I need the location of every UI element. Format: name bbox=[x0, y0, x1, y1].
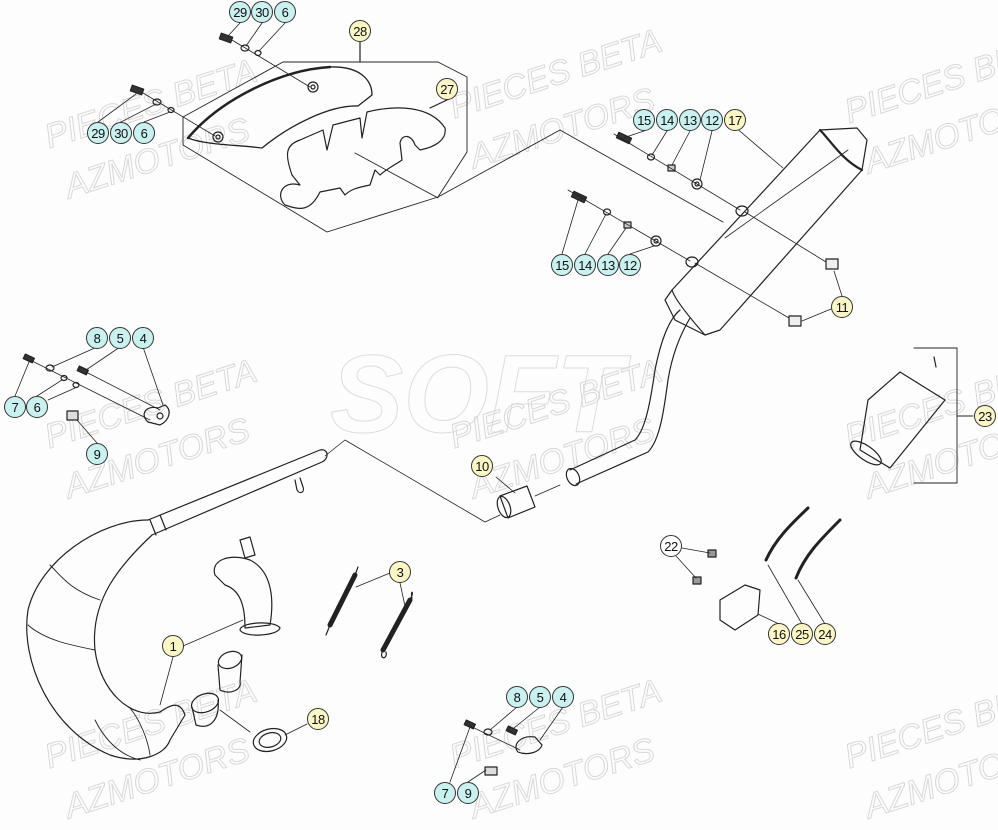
callout-17[interactable]: 17 bbox=[724, 109, 746, 131]
silencer-end-cover bbox=[850, 347, 974, 484]
sensor-assembly bbox=[675, 506, 842, 631]
callout-13[interactable]: 13 bbox=[597, 254, 619, 276]
callout-9[interactable]: 9 bbox=[457, 782, 479, 804]
callout-24[interactable]: 24 bbox=[814, 623, 836, 645]
callout-23[interactable]: 23 bbox=[974, 405, 996, 427]
callout-15[interactable]: 15 bbox=[551, 254, 573, 276]
callout-12[interactable]: 12 bbox=[701, 109, 723, 131]
callout-29[interactable]: 29 bbox=[229, 1, 251, 23]
callout-22[interactable]: 22 bbox=[660, 535, 682, 557]
silencer-fasteners-top bbox=[613, 130, 741, 211]
callout-6[interactable]: 6 bbox=[26, 396, 48, 418]
silencer-fasteners-bottom bbox=[561, 189, 691, 262]
callout-5[interactable]: 5 bbox=[109, 327, 131, 349]
bracket-bottom bbox=[449, 706, 564, 783]
callout-27[interactable]: 27 bbox=[436, 78, 458, 100]
callout-3[interactable]: 3 bbox=[389, 561, 411, 583]
callout-29[interactable]: 29 bbox=[87, 122, 109, 144]
callout-4[interactable]: 4 bbox=[132, 327, 154, 349]
callout-30[interactable]: 30 bbox=[251, 1, 273, 23]
silencer bbox=[664, 126, 868, 336]
callout-7[interactable]: 7 bbox=[434, 782, 456, 804]
callout-18[interactable]: 18 bbox=[307, 708, 329, 730]
callout-9[interactable]: 9 bbox=[86, 443, 108, 465]
callout-11[interactable]: 11 bbox=[831, 296, 853, 318]
callout-8[interactable]: 8 bbox=[506, 686, 528, 708]
callout-14[interactable]: 14 bbox=[656, 109, 678, 131]
callout-15[interactable]: 15 bbox=[633, 109, 655, 131]
springs bbox=[325, 566, 413, 659]
bolt-set-top bbox=[218, 22, 311, 88]
rubber-mounts bbox=[694, 211, 843, 327]
callout-5[interactable]: 5 bbox=[529, 686, 551, 708]
bracket-left bbox=[14, 346, 170, 444]
callout-30[interactable]: 30 bbox=[110, 122, 132, 144]
callout-7[interactable]: 7 bbox=[4, 396, 26, 418]
pipe-coupler bbox=[324, 439, 561, 523]
callout-28[interactable]: 28 bbox=[349, 20, 371, 42]
callout-13[interactable]: 13 bbox=[679, 109, 701, 131]
callout-10[interactable]: 10 bbox=[471, 455, 493, 477]
callout-1[interactable]: 1 bbox=[162, 635, 184, 657]
callout-6[interactable]: 6 bbox=[274, 1, 296, 23]
callout-8[interactable]: 8 bbox=[86, 327, 108, 349]
callout-6[interactable]: 6 bbox=[133, 122, 155, 144]
silencer-pipe bbox=[565, 309, 691, 487]
exhaust-elbow bbox=[159, 536, 308, 753]
callout-16[interactable]: 16 bbox=[768, 623, 790, 645]
callout-25[interactable]: 25 bbox=[791, 623, 813, 645]
callout-12[interactable]: 12 bbox=[619, 254, 641, 276]
heat-shield-pad bbox=[280, 99, 448, 209]
callout-14[interactable]: 14 bbox=[574, 254, 596, 276]
expansion-chamber bbox=[26, 449, 328, 761]
bolt-set-left bbox=[97, 84, 216, 137]
callout-4[interactable]: 4 bbox=[552, 686, 574, 708]
